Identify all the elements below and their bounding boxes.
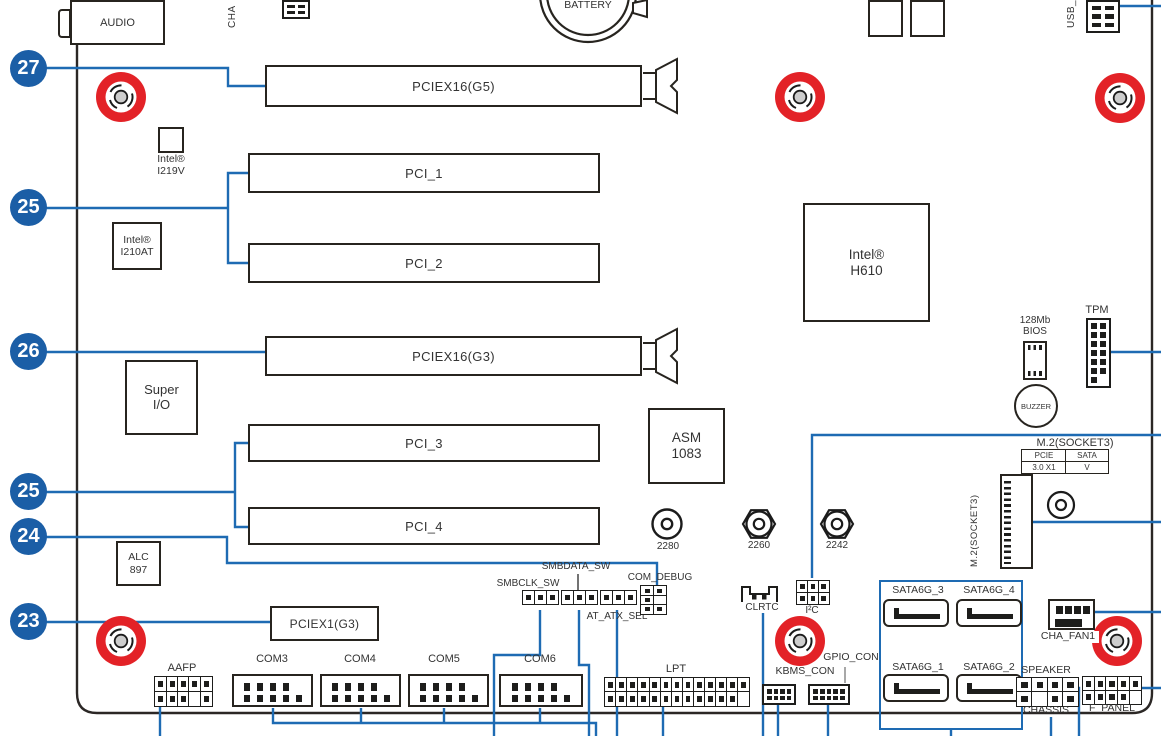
smbdata-label: SMBDATA_SW bbox=[541, 561, 611, 572]
lpt-label: LPT bbox=[665, 663, 687, 675]
smbclk-jumper bbox=[522, 590, 559, 605]
callout-25a: 25 bbox=[10, 189, 47, 226]
usb-header bbox=[1086, 0, 1120, 33]
screw-hole-icon bbox=[774, 71, 826, 123]
i210at-chip: Intel®I210AT bbox=[112, 222, 162, 270]
com-debug-header bbox=[640, 585, 667, 615]
standoff-2260-label: 2260 bbox=[747, 540, 771, 551]
screw-hole-icon bbox=[95, 615, 147, 667]
gpio-con-label: GPIO_CON bbox=[823, 651, 879, 663]
audio-connector: AUDIO bbox=[70, 0, 165, 45]
aafp-label: AAFP bbox=[167, 662, 197, 674]
com3-label: COM3 bbox=[256, 653, 288, 665]
m2-socket-label: M.2(SOCKET3) bbox=[969, 494, 980, 567]
smbclk-label: SMBCLK_SW bbox=[496, 578, 560, 589]
standoff-2242-label: 2242 bbox=[825, 540, 849, 551]
kbms-con-label: KBMS_CON bbox=[775, 665, 835, 677]
buzzer: BUZZER bbox=[1014, 384, 1058, 428]
battery-icon bbox=[539, 0, 648, 44]
com3-header bbox=[232, 674, 313, 707]
m2-socket bbox=[1000, 474, 1033, 569]
com6-header bbox=[499, 674, 583, 707]
standoff-2260-icon bbox=[741, 509, 777, 539]
f-panel-label: F_PANEL bbox=[1089, 702, 1135, 714]
cha-fan-header bbox=[282, 0, 310, 19]
com4-header bbox=[320, 674, 401, 707]
chassis-label: CHASSIS bbox=[1022, 704, 1070, 716]
kbms-con-header bbox=[762, 684, 796, 705]
clrtc-jumper-icon bbox=[741, 586, 778, 602]
callout-23: 23 bbox=[10, 603, 47, 640]
m2-standoff-icon bbox=[1046, 490, 1076, 520]
bios-chip bbox=[1023, 341, 1047, 380]
com5-header bbox=[408, 674, 489, 707]
com6-label: COM6 bbox=[524, 653, 556, 665]
sata6g-4-port bbox=[956, 599, 1022, 627]
i2c-label: I²C bbox=[805, 605, 819, 616]
com-debug-label: COM_DEBUG bbox=[627, 572, 693, 583]
slot-pci-4: PCI_4 bbox=[248, 507, 600, 545]
sata6g-2-label: SATA6G_2 bbox=[963, 661, 1015, 673]
clrtc-label: CLRTC bbox=[745, 602, 779, 613]
smbdata-jumper bbox=[561, 590, 598, 605]
callout-25b: 25 bbox=[10, 473, 47, 510]
com4-label: COM4 bbox=[344, 653, 376, 665]
sata6g-4-label: SATA6G_4 bbox=[963, 584, 1015, 596]
lpt-header bbox=[604, 677, 750, 707]
tpm-header bbox=[1086, 318, 1111, 388]
cha-fan1-header bbox=[1048, 599, 1095, 630]
speaker-chassis-header bbox=[1016, 677, 1079, 707]
slot-pciex16-g3: PCIEX16(G3) bbox=[265, 336, 642, 376]
sata6g-3-label: SATA6G_3 bbox=[892, 584, 944, 596]
pcie-latch-icon bbox=[642, 58, 678, 114]
battery-label: BATTERY bbox=[564, 0, 612, 11]
i219v-chip bbox=[158, 127, 184, 153]
standoff-2242-icon bbox=[819, 509, 855, 539]
component-box bbox=[910, 0, 945, 37]
sata6g-2-port bbox=[956, 674, 1022, 702]
sata-group-outline bbox=[879, 580, 1023, 730]
m2-socket-title: M.2(SOCKET3) bbox=[1036, 437, 1114, 449]
callout-24: 24 bbox=[10, 518, 47, 555]
com5-label: COM5 bbox=[428, 653, 460, 665]
slot-pciex16-g5: PCIEX16(G5) bbox=[265, 65, 642, 107]
f-panel-header bbox=[1082, 676, 1142, 705]
screw-hole-icon bbox=[1091, 615, 1143, 667]
speaker-label: SPEAKER bbox=[1021, 664, 1071, 676]
slot-pci-2: PCI_2 bbox=[248, 243, 600, 283]
pcie-latch-icon bbox=[642, 328, 678, 384]
usb-header-label: USB_ bbox=[1066, 0, 1077, 28]
gpio-con-header bbox=[808, 684, 850, 705]
board-outline bbox=[75, 0, 1154, 715]
cha-fan1-label: CHA_FAN1 bbox=[1037, 630, 1099, 643]
sata6g-3-port bbox=[883, 599, 949, 627]
screw-hole-icon bbox=[95, 71, 147, 123]
sata6g-1-port bbox=[883, 674, 949, 702]
callout-lines bbox=[46, 4, 1161, 736]
component-box bbox=[868, 0, 903, 37]
aafp-header bbox=[154, 676, 213, 707]
i2c-header bbox=[796, 580, 830, 605]
h610-chipset: Intel®H610 bbox=[803, 203, 930, 322]
slot-pciex1-g3: PCIEX1(G3) bbox=[270, 606, 379, 641]
at-atx-sel-label: AT_ATX_SEL bbox=[586, 611, 648, 622]
sata6g-1-label: SATA6G_1 bbox=[892, 661, 944, 673]
tpm-label: TPM bbox=[1085, 304, 1109, 316]
standoff-2280-icon bbox=[651, 508, 683, 540]
i219v-label: Intel®I219V bbox=[157, 153, 185, 177]
slot-pci-3: PCI_3 bbox=[248, 424, 600, 462]
callout-26: 26 bbox=[10, 333, 47, 370]
cha-fan-label: CHA bbox=[227, 5, 238, 28]
callout-27: 27 bbox=[10, 50, 47, 87]
at-atx-sel-jumper bbox=[600, 590, 637, 605]
standoff-2280-label: 2280 bbox=[656, 541, 680, 552]
slot-pci-1: PCI_1 bbox=[248, 153, 600, 193]
screw-hole-icon bbox=[1094, 72, 1146, 124]
